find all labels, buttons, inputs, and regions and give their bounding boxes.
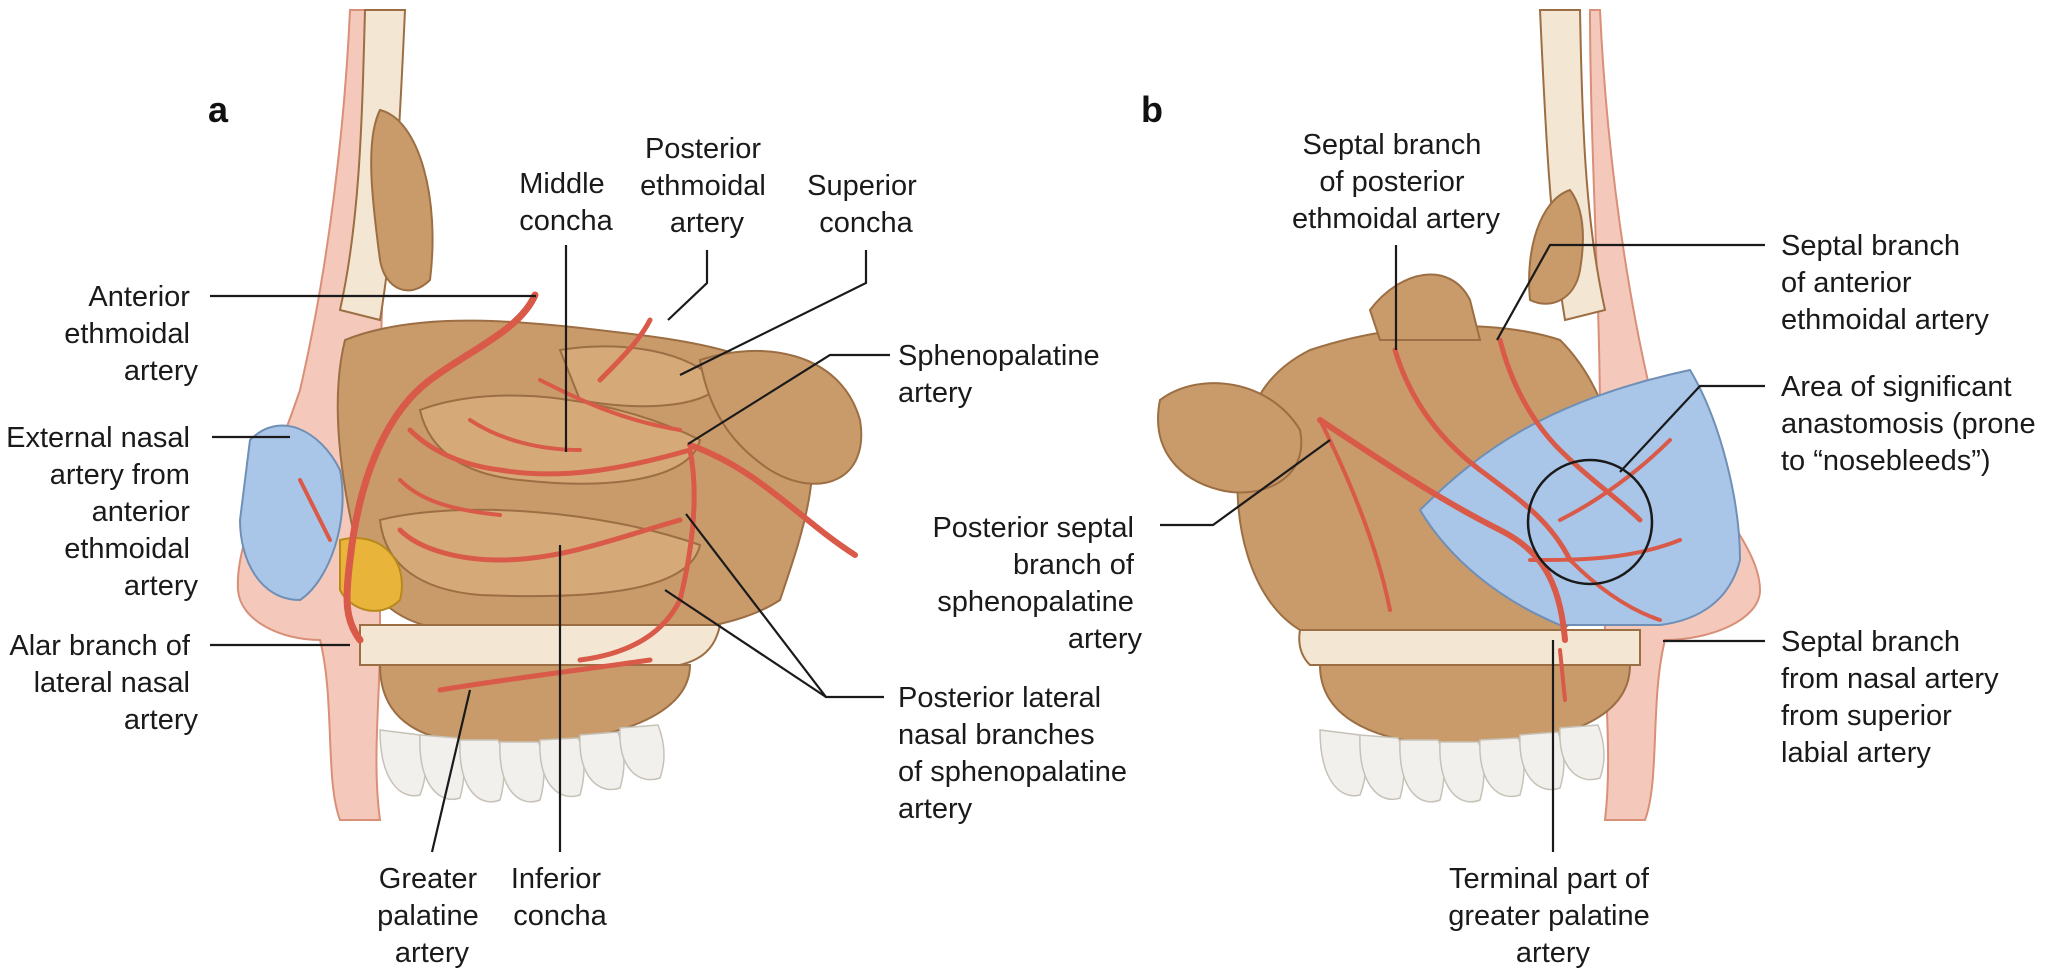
panel-a-palate [359, 624, 722, 666]
label-anterior-ethmoidal: Anterior ethmoidal artery [64, 281, 198, 387]
leader-posterior-septal [1160, 439, 1331, 527]
label-external-nasal: External nasal artery from anterior ethm… [6, 422, 198, 602]
label-septal-anterior-ethmoidal: Septal branch of anterior ethmoidal arte… [1781, 230, 1989, 336]
panel-a-fat [339, 537, 403, 612]
label-posterior-septal-sphenopalatine: Posterior septal branch of sphenopalatin… [932, 512, 1142, 655]
labels: a b Anterior ethmoidal artery External n… [6, 89, 2044, 969]
label-alar-branch: Alar branch of lateral nasal artery [9, 630, 198, 736]
label-middle-concha: Middle concha [519, 168, 613, 237]
leader-septal-anterior-ethmoidal [1496, 243, 1765, 341]
label-terminal-greater-palatine: Terminal part of greater palatine artery [1448, 863, 1658, 969]
label-septal-posterior-ethmoidal: Septal branch of posterior ethmoidal art… [1292, 129, 1500, 235]
label-greater-palatine: Greater palatine artery [377, 863, 487, 969]
panel-b-arteries [1317, 337, 1682, 702]
label-inferior-concha: Inferior concha [511, 863, 609, 932]
panel-a-frontal-sinus [370, 108, 434, 292]
panel-a-teeth [379, 724, 665, 803]
panel-letter-a: a [208, 89, 229, 130]
panel-b-palate [1298, 629, 1641, 666]
anastomosis-circle [1526, 458, 1654, 586]
panel-b-crista [1368, 273, 1482, 341]
panel-b-frontal-sinus [1528, 188, 1584, 305]
panel-a-inferior-concha [378, 508, 702, 598]
label-superior-concha: Superior concha [807, 170, 925, 239]
label-sphenopalatine: Sphenopalatine artery [898, 340, 1108, 409]
leader-sphenopalatine [687, 353, 890, 445]
panel-a-illustration [236, 9, 863, 821]
label-anastomosis-area: Area of significant anastomosis (prone t… [1781, 371, 2044, 477]
label-septal-nasal-superior-labial: Septal branch from nasal artery from sup… [1781, 626, 2007, 769]
leader-anastomosis [1619, 384, 1765, 473]
panel-a-arteries [298, 291, 858, 693]
panel-letter-b: b [1141, 89, 1163, 130]
panel-b-illustration [1157, 9, 1762, 821]
panel-a-sphenoid [698, 349, 863, 485]
panel-b-sphenoid [1157, 382, 1303, 494]
leader-lines [210, 243, 1765, 853]
panel-a-cartilage [238, 424, 344, 602]
label-posterior-lateral-nasal: Posterior lateral nasal branches of sphe… [898, 682, 1135, 825]
leader-superior-concha [679, 250, 868, 376]
label-posterior-ethmoidal: Posterior ethmoidal artery [640, 133, 774, 239]
leader-greater-palatine [430, 689, 472, 853]
leader-posterior-ethmoidal [667, 250, 709, 321]
panel-b-septal-cartilage [1418, 368, 1742, 626]
leader-posterior-lateral-b [664, 589, 827, 698]
